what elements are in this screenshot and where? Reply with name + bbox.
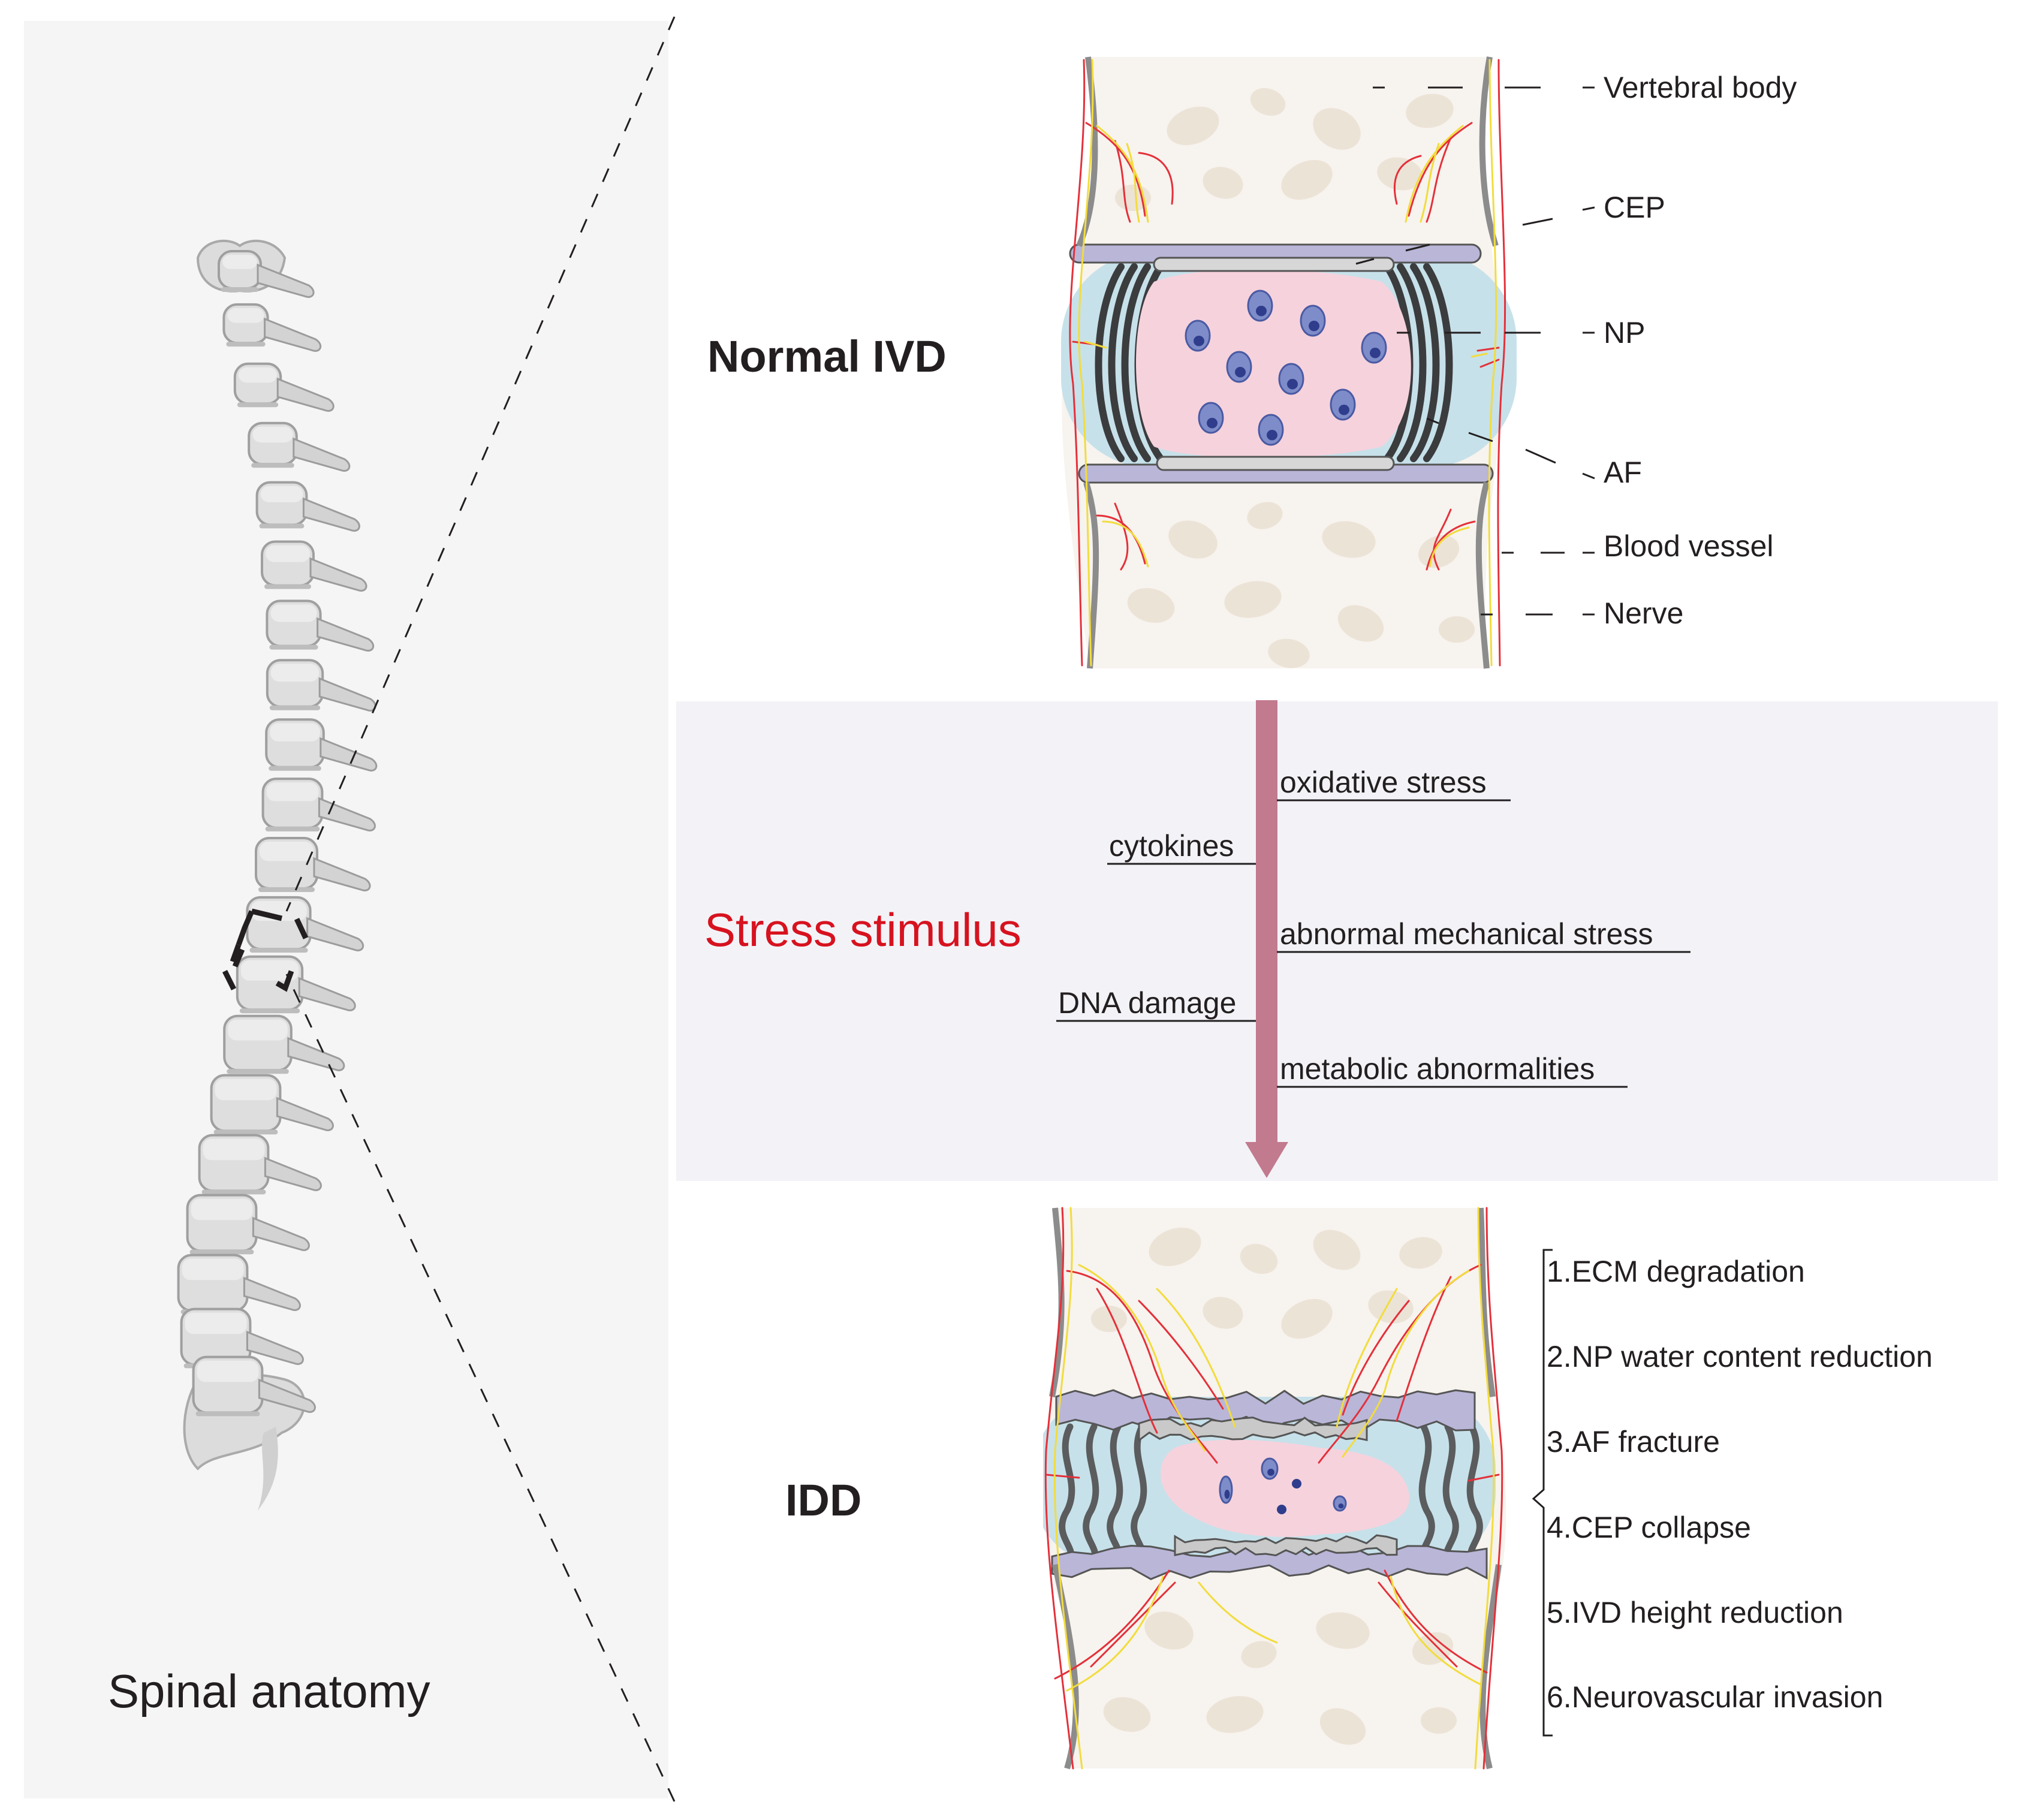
factor-cytokines: cytokines bbox=[1109, 829, 1234, 863]
stress-arrow bbox=[1245, 700, 1288, 1178]
stress-factors: oxidative stress cytokines abnormal mech… bbox=[1056, 766, 1690, 1088]
label-np: NP bbox=[1604, 316, 1645, 349]
factor-oxidative-stress: oxidative stress bbox=[1280, 766, 1487, 799]
stress-stimulus-title: Stress stimulus bbox=[704, 903, 1021, 956]
factor-abnormal-mechanical-stress: abnormal mechanical stress bbox=[1280, 917, 1653, 951]
spinal-anatomy-panel bbox=[24, 21, 668, 1798]
idd-features-bracket bbox=[1532, 1249, 1553, 1737]
idd-illustration bbox=[1043, 1202, 1523, 1774]
idd-feature-2: 2.NP water content reduction bbox=[1547, 1340, 1933, 1373]
label-nerve: Nerve bbox=[1604, 596, 1683, 630]
normal-ivd-illustration bbox=[1043, 48, 1523, 671]
label-af: AF bbox=[1604, 456, 1642, 489]
spine-illustration bbox=[177, 239, 378, 1511]
idd-feature-list: 1.ECM degradation 2.NP water content red… bbox=[1547, 1255, 1933, 1714]
stress-panel bbox=[676, 701, 1998, 1181]
idd-title: IDD bbox=[785, 1475, 861, 1525]
zoom-line-top bbox=[285, 16, 676, 912]
idd-feature-5: 5.IVD height reduction bbox=[1547, 1596, 1843, 1629]
normal-ivd-leaders bbox=[1355, 86, 1595, 616]
idd-feature-1: 1.ECM degradation bbox=[1547, 1255, 1805, 1288]
spinal-anatomy-caption: Spinal anatomy bbox=[108, 1665, 430, 1717]
spine-selection-bracket bbox=[222, 908, 309, 992]
label-blood-vessel: Blood vessel bbox=[1604, 529, 1774, 563]
factor-dna-damage: DNA damage bbox=[1058, 986, 1236, 1020]
idd-feature-3: 3.AF fracture bbox=[1547, 1425, 1720, 1459]
label-vertebral-body: Vertebral body bbox=[1604, 71, 1797, 104]
factor-metabolic-abnormalities: metabolic abnormalities bbox=[1280, 1052, 1595, 1086]
idd-feature-6: 6.Neurovascular invasion bbox=[1547, 1680, 1883, 1714]
label-cep: CEP bbox=[1604, 191, 1665, 224]
normal-ivd-title: Normal IVD bbox=[707, 332, 947, 381]
idd-feature-4: 4.CEP collapse bbox=[1547, 1511, 1751, 1544]
